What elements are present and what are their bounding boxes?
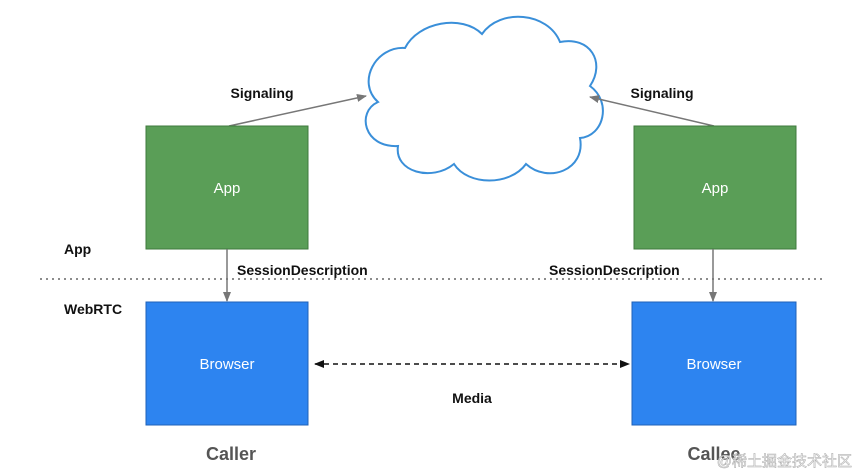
browser-box-right (631, 301, 797, 426)
session-label-left: SessionDescription (237, 262, 368, 278)
cloud-icon (364, 15, 604, 182)
signaling-arrow-left (228, 94, 367, 127)
watermark-text: @稀土掘金技术社区 (717, 453, 852, 470)
session-label-right: SessionDescription (549, 262, 680, 278)
layer-label-webrtc: WebRTC (64, 301, 122, 317)
media-label: Media (452, 390, 492, 406)
callee-label: Callee (687, 444, 740, 464)
browser-box-left (145, 301, 309, 426)
browser-box-right-label: Browser (686, 356, 741, 373)
signaling-label-right: Signaling (631, 85, 694, 101)
browser-box-left-label: Browser (199, 356, 254, 373)
app-box-left-label: App (214, 180, 241, 197)
app-box-right-label: App (702, 180, 729, 197)
signaling-arrow-right (589, 95, 715, 127)
layer-label-app: App (64, 241, 91, 257)
caller-label: Caller (206, 444, 256, 464)
signaling-label-left: Signaling (231, 85, 294, 101)
app-box-right (633, 125, 797, 250)
